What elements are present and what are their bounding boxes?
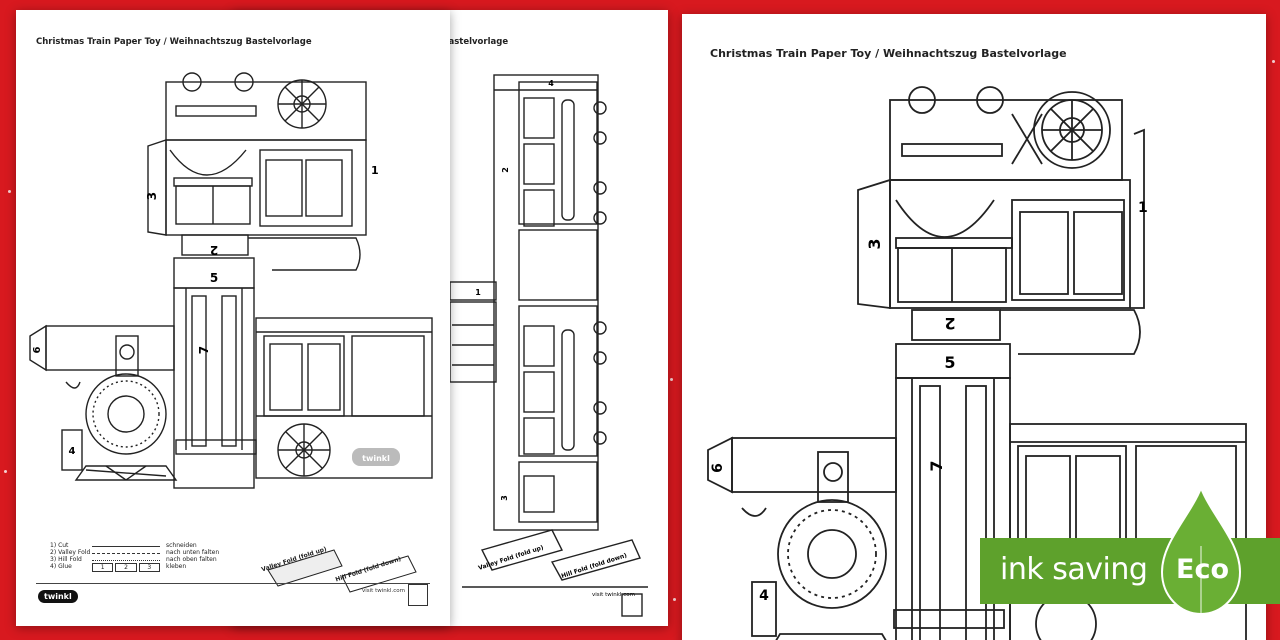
cut-line-sample xyxy=(92,542,160,547)
key-row: 1) Cut schneiden xyxy=(50,542,219,549)
eco-drop-icon xyxy=(1160,486,1242,616)
panel-number: 1 xyxy=(1138,200,1148,216)
worksheet-locomotive-zoom: Christmas Train Paper Toy / Weihnachtszu… xyxy=(682,14,1266,640)
footer-divider xyxy=(36,583,430,584)
key-label: 4) Glue xyxy=(50,563,72,570)
key-label: 2) Valley Fold xyxy=(50,549,91,556)
locomotive-template-art: twinkl 1 3 2 5 7 6 4 xyxy=(29,72,433,489)
hill-line-sample xyxy=(92,556,160,561)
panel-number: 4 xyxy=(548,79,554,88)
snow-dot xyxy=(8,190,11,193)
key-label-de: schneiden xyxy=(166,542,197,549)
snow-dot xyxy=(1272,60,1275,63)
quality-badge-icon xyxy=(408,584,428,606)
panel-number: 2 xyxy=(944,314,955,333)
visit-link: visit twinkl.com xyxy=(592,592,635,598)
glue-step: 3 xyxy=(138,563,160,572)
glue-step: 1 xyxy=(92,563,114,572)
key-label-de: nach oben falten xyxy=(166,556,217,563)
panel-number: 3 xyxy=(145,192,159,200)
panel-number: 6 xyxy=(32,346,43,353)
panel-number: 1 xyxy=(475,288,481,297)
panel-number: 3 xyxy=(500,495,509,501)
panel-number: 2 xyxy=(501,167,510,173)
key-label: 3) Hill Fold xyxy=(50,556,82,563)
key-label-de: kleben xyxy=(166,563,187,570)
key-row: 3) Hill Fold nach oben falten xyxy=(50,556,219,563)
worksheet-title: Christmas Train Paper Toy / Weihnachtszu… xyxy=(710,47,1067,60)
panel-number: 3 xyxy=(865,238,884,249)
key-label: 1) Cut xyxy=(50,542,69,549)
snow-dot xyxy=(673,598,676,601)
twinkl-watermark-text: twinkl xyxy=(362,454,390,463)
panel-number: 1 xyxy=(371,164,379,177)
visit-link: visit twinkl.com xyxy=(362,588,405,594)
key-label-de: nach unten falten xyxy=(166,549,220,556)
panel-number: 7 xyxy=(197,346,211,354)
panel-number: 5 xyxy=(210,271,218,285)
panel-number: 4 xyxy=(69,446,76,457)
worksheet-title-partial: Bastelvorlage xyxy=(442,37,509,47)
glue-step: 2 xyxy=(115,563,137,572)
carriage-template-art: 4 2 1 3 Valley Fold (fold up) Hill Fold … xyxy=(449,74,648,617)
panel-number: 7 xyxy=(927,460,946,471)
panel-number: 2 xyxy=(210,243,218,257)
twinkl-watermark xyxy=(352,448,400,466)
eco-label: Eco xyxy=(1176,554,1229,585)
ink-saving-label: ink saving xyxy=(1000,552,1148,587)
valley-line-sample xyxy=(92,549,160,554)
instruction-key: 1) Cut schneiden 2) Valley Fold nach unten… xyxy=(50,542,219,572)
twinkl-logo: twinkl xyxy=(38,590,78,603)
key-row: 2) Valley Fold nach unten falten xyxy=(50,549,219,556)
snow-dot xyxy=(670,378,673,381)
panel-number: 4 xyxy=(759,588,769,604)
panel-number: 5 xyxy=(944,353,955,372)
worksheet-locomotive: Christmas Train Paper Toy / Weihnachtszu… xyxy=(16,10,450,626)
snow-dot xyxy=(4,470,7,473)
panel-number: 6 xyxy=(710,463,726,473)
worksheet-title: Christmas Train Paper Toy / Weihnachtszu… xyxy=(36,37,312,47)
